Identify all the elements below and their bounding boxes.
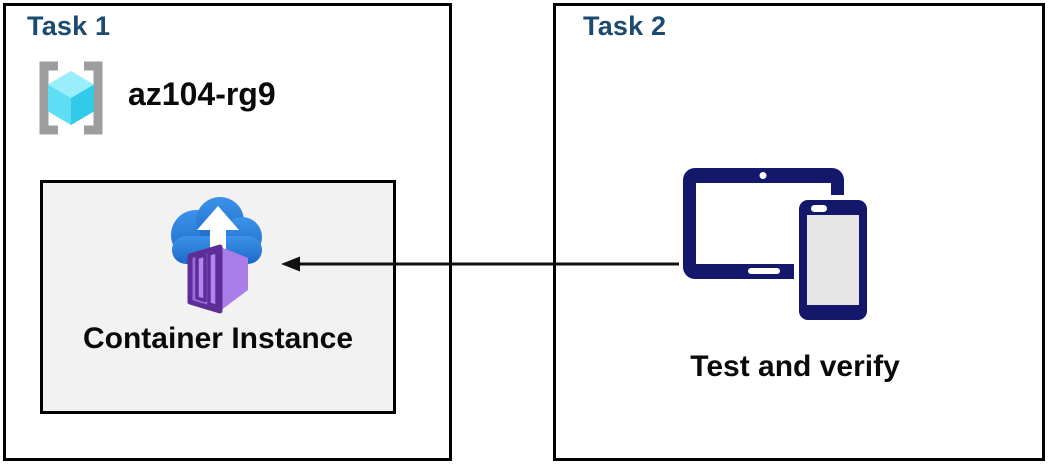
- upload-arrow-icon: [197, 206, 239, 256]
- task2-title: Task 2: [583, 11, 667, 41]
- container-box: [187, 244, 248, 314]
- task1-title: Task 1: [27, 11, 111, 41]
- resource-group-icon: [39, 61, 103, 135]
- devices-tablet-phone-icon: [683, 168, 872, 325]
- bracket-left: [39, 61, 58, 135]
- bracket-right: [84, 61, 103, 135]
- container-instance-icon: [171, 197, 262, 314]
- arrowhead-left: [281, 256, 300, 272]
- container-instance-label: Container Instance: [82, 322, 354, 355]
- test-and-verify-label: Test and verify: [690, 350, 900, 383]
- connector-arrow: [281, 256, 679, 272]
- phone-icon: [794, 195, 872, 325]
- resource-group-name: az104-rg9: [128, 76, 276, 112]
- cube-glyph: [48, 71, 94, 125]
